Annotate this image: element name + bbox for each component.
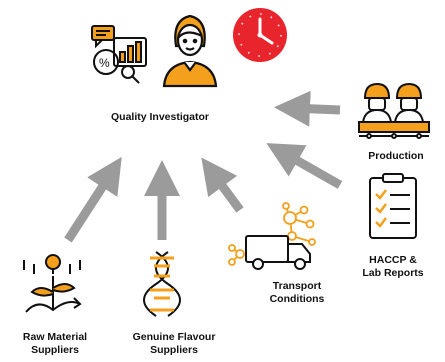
raw-label: Raw Material Suppliers (10, 331, 100, 357)
production-label-line-1: Production (368, 150, 424, 162)
dna-icon (143, 251, 181, 317)
transport-label-line-2: Conditions (269, 293, 325, 305)
svg-text:%: % (99, 56, 110, 70)
arrow-raw (64, 156, 122, 243)
raw-label-line-1: Raw Material (22, 331, 88, 343)
production-label: Production (352, 150, 440, 163)
analytics-icon: % (91, 25, 147, 84)
plant-growth-icon (23, 254, 82, 313)
center-label: Quality Investigator (90, 111, 230, 124)
haccp-label-line-1: HACCP & (369, 254, 417, 266)
raw-label-line-2: Suppliers (31, 344, 79, 356)
haccp-label-line-2: Lab Reports (362, 267, 424, 279)
transport-label: Transport Conditions (262, 280, 332, 306)
checklist-icon (369, 173, 417, 239)
flavour-label-line-2: Suppliers (150, 344, 198, 356)
arrow-haccp (266, 143, 343, 189)
flavour-label-line-1: Genuine Flavour (132, 331, 216, 343)
clock-icon (233, 8, 287, 62)
transport-label-line-1: Transport (272, 280, 322, 292)
haccp-label: HACCP & Lab Reports (348, 254, 438, 280)
factory-workers-icon (358, 82, 430, 139)
arrow-production (274, 90, 341, 127)
arrow-transport (201, 157, 244, 213)
center-label-text: Quality Investigator (110, 111, 210, 123)
person-icon (162, 14, 218, 88)
truck-network-icon (228, 202, 316, 270)
flavour-label: Genuine Flavour Suppliers (124, 331, 224, 357)
